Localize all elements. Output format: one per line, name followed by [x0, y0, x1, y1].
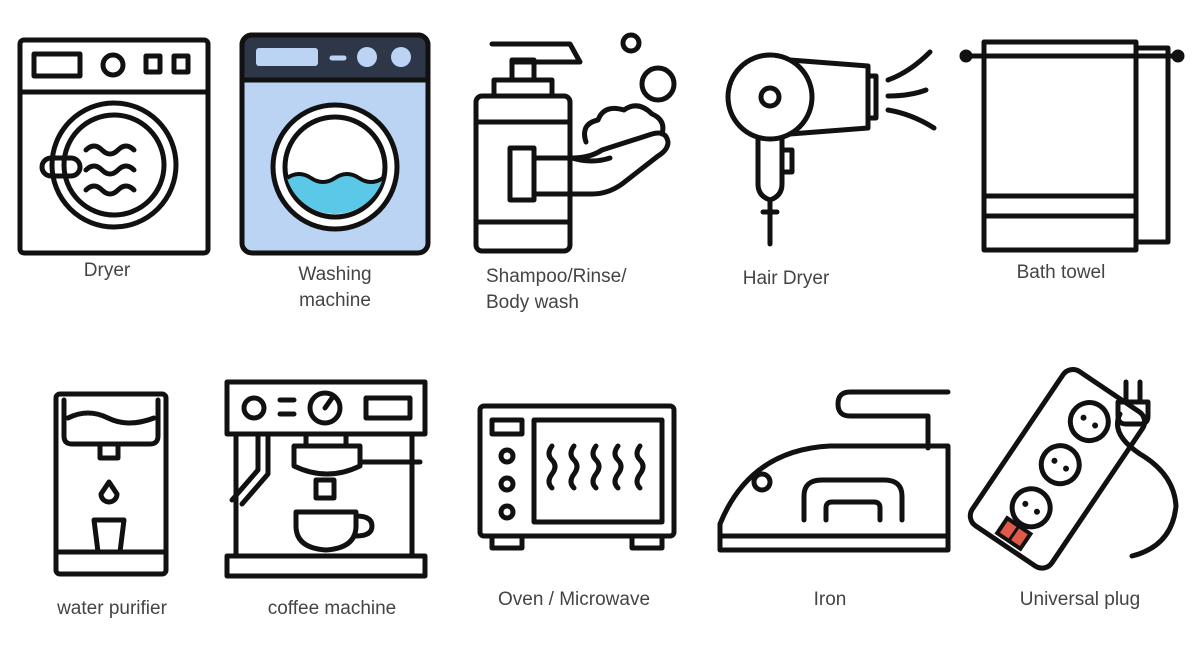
amenity-label: water purifier — [57, 598, 167, 619]
amenity-label: Bath towel — [1016, 262, 1106, 283]
amenity-label: Washing machine — [298, 264, 372, 311]
amenity-label: Oven / Microwave — [497, 589, 651, 610]
amenity-label: Dryer — [83, 260, 131, 281]
amenity-label: Shampoo/Rinse/ Body wash — [486, 266, 627, 313]
amenity-label: Hair Dryer — [742, 268, 830, 289]
amenity-label: coffee machine — [267, 598, 397, 619]
amenity-label: Universal plug — [1019, 589, 1141, 610]
amenity-label: Iron — [813, 589, 847, 610]
